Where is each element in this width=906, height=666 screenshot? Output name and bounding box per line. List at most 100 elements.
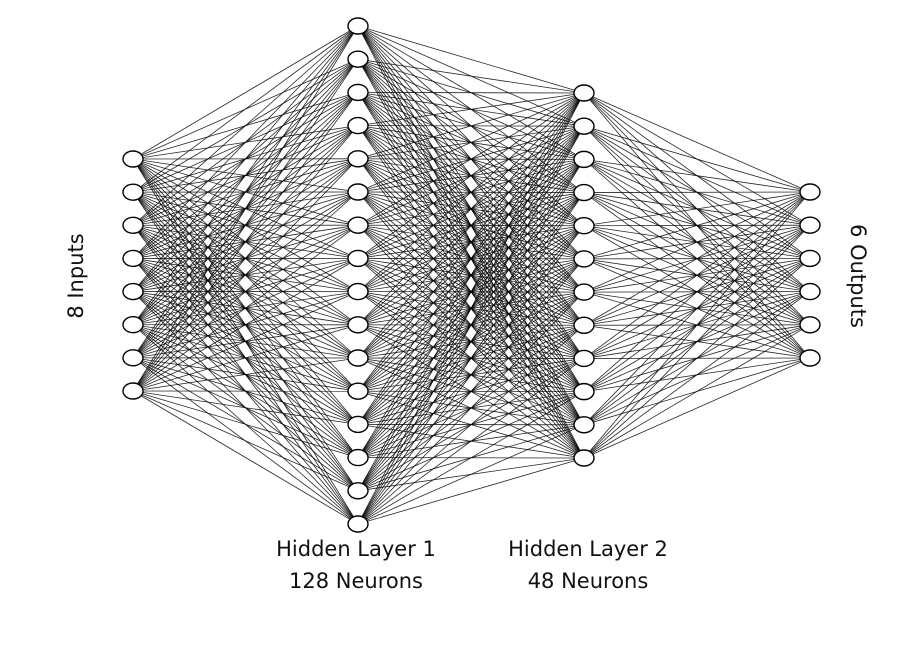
hidden-layer-1-title: Hidden Layer 1 bbox=[276, 537, 436, 561]
connection-line bbox=[357, 92, 585, 525]
connection-line bbox=[583, 324, 811, 459]
connection-line bbox=[132, 125, 359, 392]
connection-line bbox=[132, 25, 359, 292]
hidden-layer-2-node bbox=[573, 349, 595, 368]
input-layer-node bbox=[122, 150, 144, 168]
output-layer-node bbox=[799, 282, 821, 301]
hidden-layer-2-title: Hidden Layer 2 bbox=[508, 537, 668, 561]
output-layer-node bbox=[799, 249, 821, 268]
hidden-layer-1-node bbox=[347, 249, 369, 268]
hidden-layer-2-node bbox=[573, 382, 595, 401]
connection-line bbox=[132, 25, 359, 359]
connection-line bbox=[132, 291, 359, 392]
connection-line bbox=[357, 92, 585, 226]
connection-line bbox=[357, 92, 585, 160]
hidden-layer-2-node bbox=[573, 150, 595, 169]
connection-line bbox=[357, 92, 585, 292]
connection-line bbox=[583, 191, 811, 459]
input-layer-node bbox=[122, 282, 144, 301]
connection-line bbox=[357, 291, 585, 525]
connection-line bbox=[357, 92, 585, 425]
hidden-layer-1-node bbox=[347, 282, 369, 301]
connection-line bbox=[357, 358, 585, 525]
neuron-nodes bbox=[122, 17, 821, 533]
connection-line bbox=[357, 457, 585, 525]
input-layer-node bbox=[122, 216, 144, 234]
connection-line bbox=[132, 357, 359, 392]
connection-line bbox=[132, 25, 359, 226]
output-layer-node bbox=[799, 183, 821, 201]
connection-line bbox=[357, 125, 585, 525]
hidden-layer-1-node bbox=[347, 183, 369, 201]
hidden-layer-2-node bbox=[573, 283, 595, 301]
connection-line bbox=[132, 25, 359, 193]
connection-line bbox=[583, 291, 811, 459]
hidden-layer-1-node bbox=[347, 415, 369, 434]
connection-line bbox=[132, 25, 359, 160]
output-layer-node bbox=[799, 216, 821, 234]
hidden-layer-2-subtitle: 48 Neurons bbox=[527, 569, 649, 593]
hidden-layer-1-node bbox=[347, 382, 369, 400]
hidden-layer-2-node bbox=[573, 217, 595, 235]
hidden-layer-1-node bbox=[347, 216, 369, 234]
connection-line bbox=[583, 125, 811, 193]
connection-line bbox=[583, 191, 811, 426]
connection-line bbox=[132, 390, 359, 525]
connection-line bbox=[357, 391, 585, 525]
connection-line bbox=[357, 92, 585, 458]
connection-line bbox=[583, 191, 811, 227]
hidden-layer-2-node bbox=[573, 183, 595, 202]
connection-line bbox=[583, 92, 811, 193]
connection-line bbox=[357, 258, 585, 525]
hidden-layer-1-node bbox=[347, 349, 369, 367]
hidden-layer-1-node bbox=[347, 482, 369, 500]
connection-line bbox=[357, 424, 585, 525]
connection-line bbox=[132, 390, 359, 425]
hidden-layer-1-subtitle: 128 Neurons bbox=[289, 569, 423, 593]
input-layer-node bbox=[122, 316, 144, 334]
hidden-layer-2-node bbox=[573, 316, 595, 334]
connection-line bbox=[583, 258, 811, 459]
hidden-layer-2-node bbox=[573, 84, 595, 102]
connection-line bbox=[583, 224, 811, 459]
connection-line bbox=[583, 191, 811, 193]
hidden-layer-2-node bbox=[573, 117, 595, 135]
connection-line bbox=[357, 225, 585, 525]
connection-line bbox=[132, 92, 359, 392]
connection-line bbox=[357, 92, 585, 259]
connection-line bbox=[357, 92, 585, 491]
connection-line bbox=[357, 92, 585, 94]
connection-line bbox=[132, 390, 359, 492]
input-layer-node bbox=[122, 382, 144, 400]
input-layer-node bbox=[122, 249, 144, 268]
inputs-label: 8 Inputs bbox=[64, 233, 88, 319]
hidden-layer-1-node bbox=[347, 83, 369, 102]
connection-line bbox=[132, 258, 359, 392]
connection-line bbox=[132, 25, 359, 392]
hidden-layer-1-node bbox=[347, 515, 369, 533]
output-layer-node bbox=[799, 349, 821, 367]
hidden-layer-2-label: Hidden Layer 2 48 Neurons bbox=[488, 533, 688, 597]
connection-line bbox=[357, 192, 585, 525]
connection-line bbox=[132, 58, 359, 392]
hidden-layer-1-node bbox=[347, 150, 369, 168]
hidden-layer-2-node bbox=[573, 449, 595, 467]
connection-line bbox=[357, 92, 585, 126]
connection-line bbox=[357, 58, 585, 94]
connection-line bbox=[357, 92, 585, 326]
hidden-layer-2-node bbox=[573, 416, 595, 434]
hidden-layer-1-node bbox=[347, 316, 369, 334]
hidden-layer-1-node bbox=[347, 448, 369, 467]
hidden-layer-1-node bbox=[347, 50, 369, 68]
hidden-layer-1-node bbox=[347, 116, 369, 135]
connection-line bbox=[583, 158, 811, 193]
outputs-label: 6 Outputs bbox=[846, 224, 870, 328]
connection-line bbox=[583, 191, 811, 293]
output-layer-node bbox=[799, 316, 821, 334]
connection-line bbox=[583, 191, 811, 260]
connection-line bbox=[583, 191, 811, 392]
connection-line bbox=[132, 158, 359, 392]
connection-line bbox=[357, 159, 585, 525]
connection-line bbox=[132, 191, 359, 392]
